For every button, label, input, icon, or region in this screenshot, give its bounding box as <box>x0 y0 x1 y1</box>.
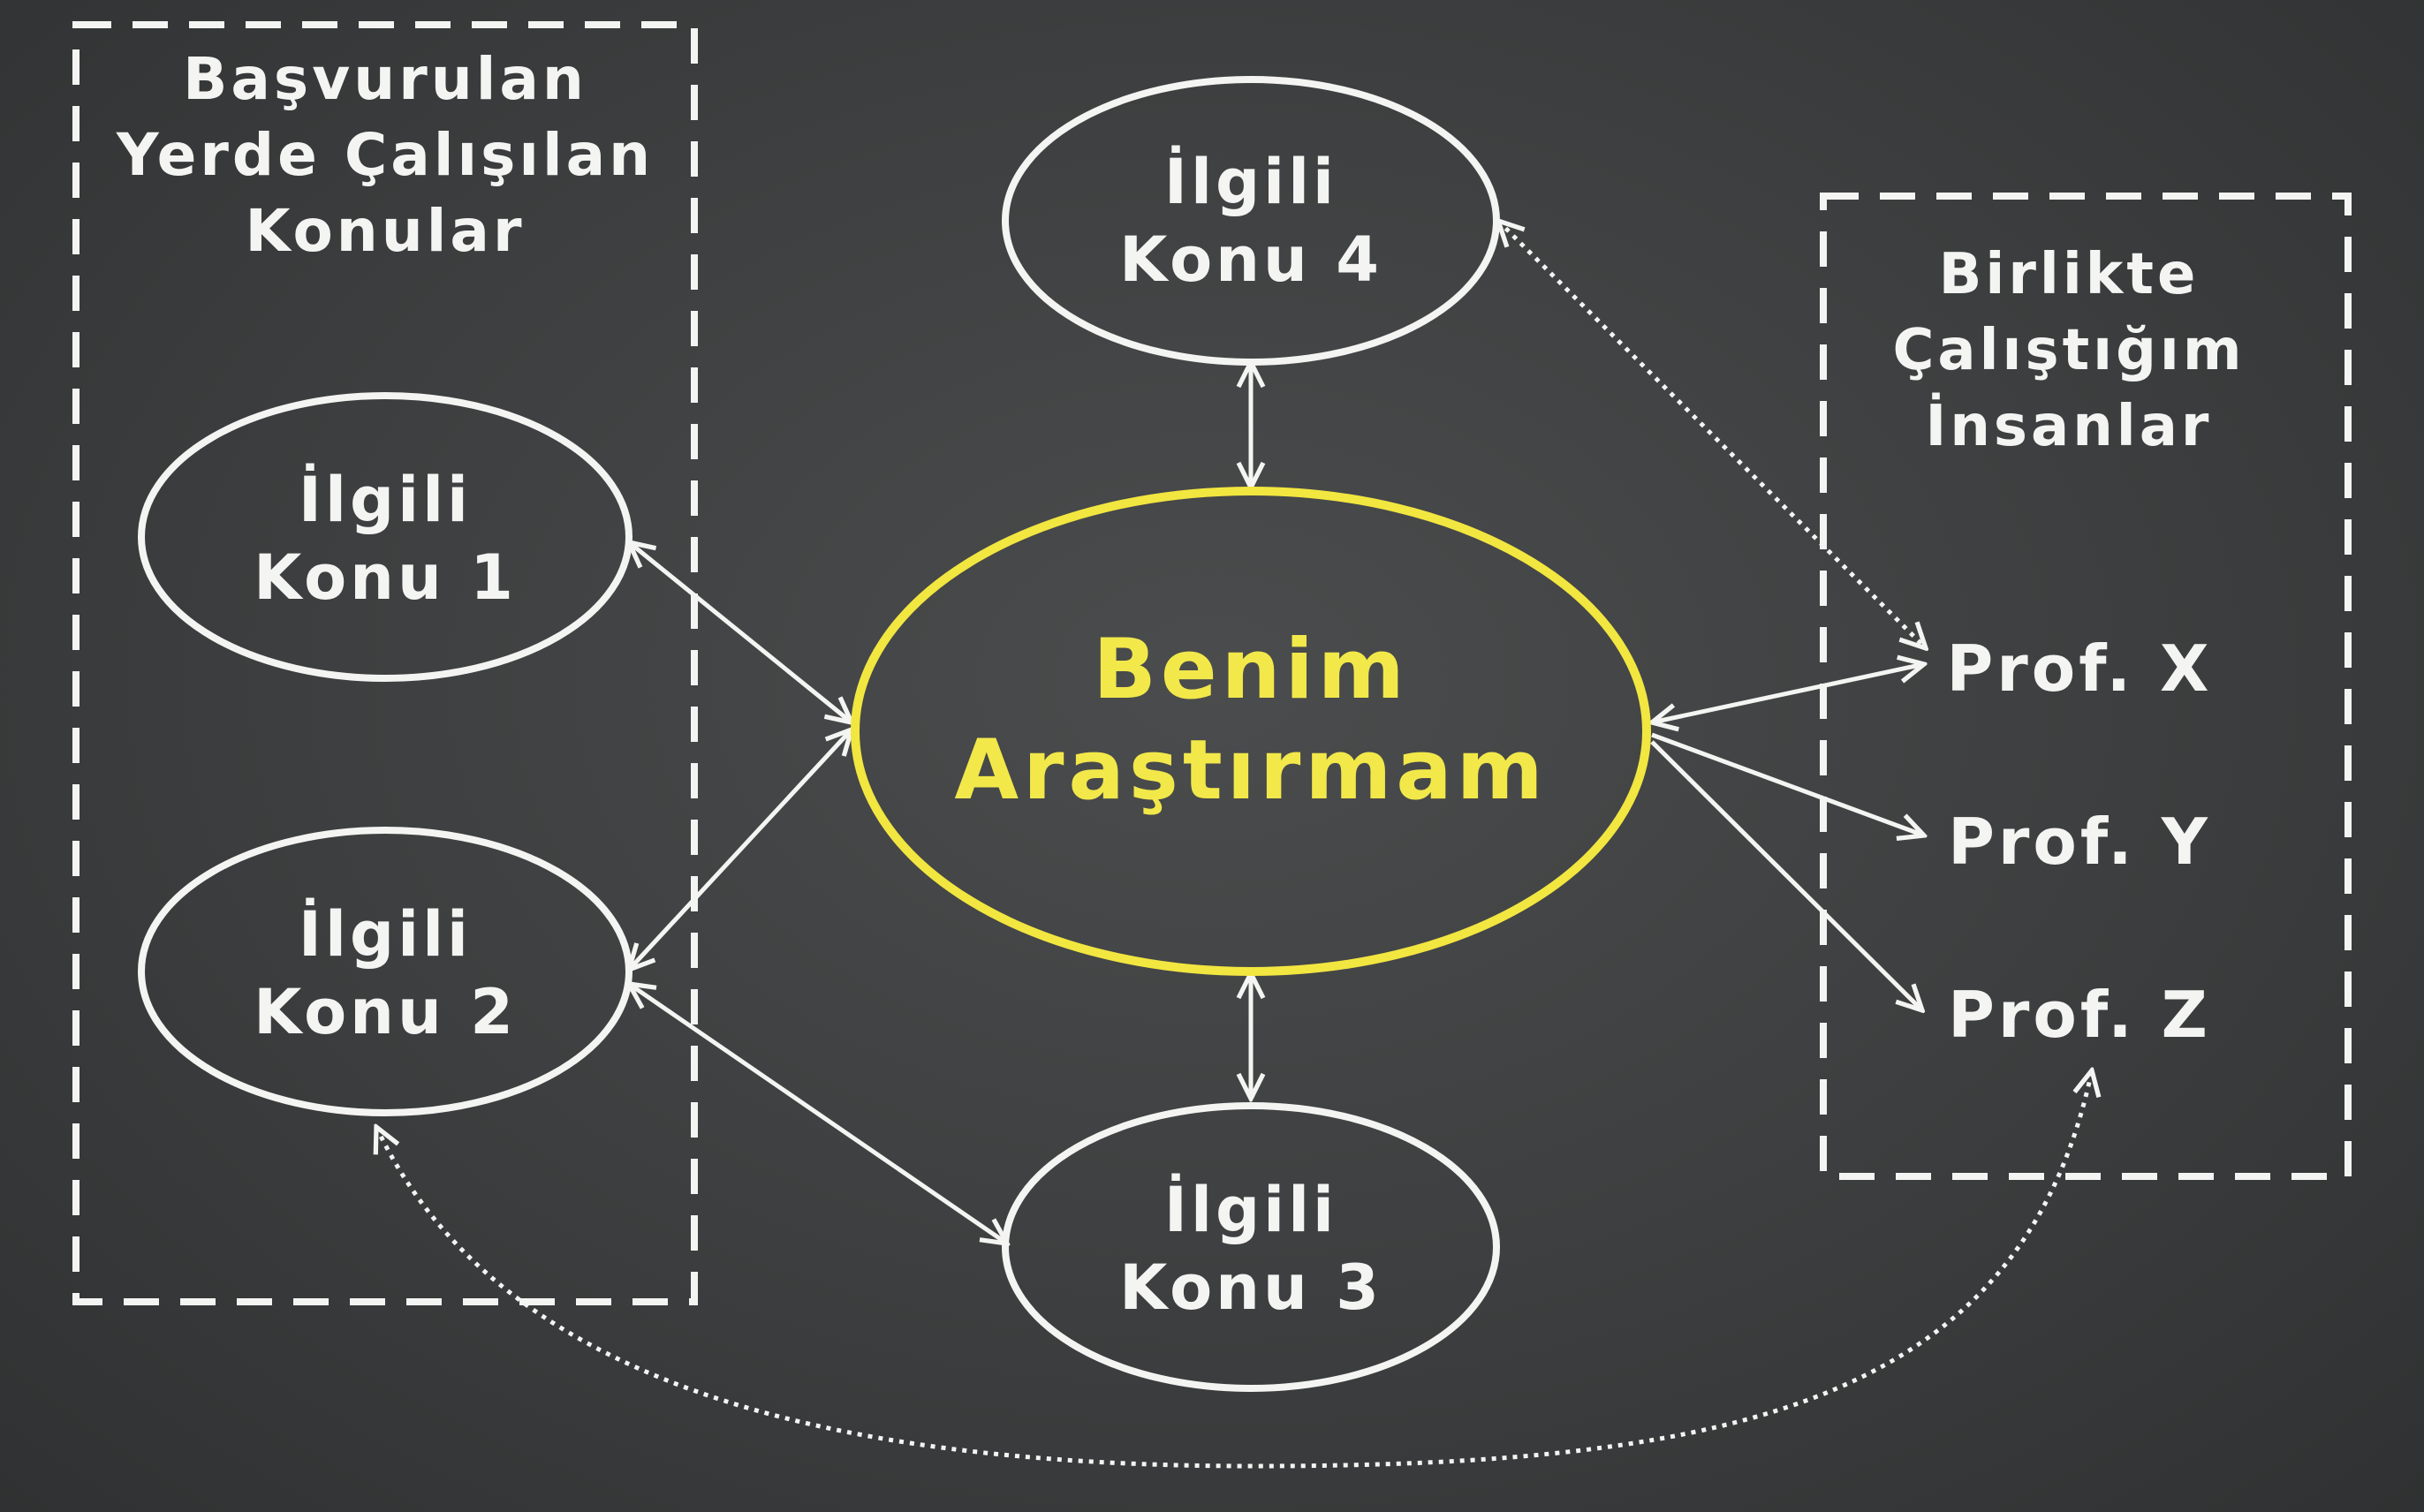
arrow-center-prof-x <box>1652 664 1924 722</box>
prof-x-label: Prof. X <box>1946 631 2212 706</box>
prof-z-label: Prof. Z <box>1948 978 2211 1052</box>
arrow-center-prof-y <box>1651 732 1924 835</box>
topic-2-ellipse <box>138 827 633 1116</box>
center-line-1: Benim <box>1093 622 1409 718</box>
topic-1-ellipse <box>138 392 633 682</box>
topic-2-line-1: İlgili <box>299 898 472 971</box>
topic-4-ellipse <box>1002 76 1500 366</box>
topic-4-line-1: İlgili <box>1164 146 1337 218</box>
right-group-title: Birlikte Çalıştığım İnsanlar <box>1892 242 2245 459</box>
right-title-line-1: Birlikte <box>1939 242 2200 307</box>
topic-4-line-2: Konu 4 <box>1119 223 1382 296</box>
topic-3-ellipse <box>1002 1102 1500 1392</box>
topic-node-3: İlgili Konu 3 <box>1002 1102 1500 1392</box>
topic-node-2: İlgili Konu 2 <box>138 827 633 1116</box>
right-title-line-2: Çalıştığım <box>1892 318 2245 383</box>
left-group-title: Başvurulan Yerde Çalışılan Konular <box>116 45 654 265</box>
prof-y-label: Prof. Y <box>1948 805 2211 879</box>
left-title-line-1: Başvurulan <box>183 45 587 113</box>
arrow-topic1-center <box>629 542 852 722</box>
topic-3-line-1: İlgili <box>1164 1174 1337 1246</box>
arrow-topic2-topic3 <box>629 984 1007 1244</box>
topic-node-4: İlgili Konu 4 <box>1002 76 1500 366</box>
arrow-topic2-center <box>629 730 852 970</box>
center-node: Benim Araştırmam <box>851 487 1651 976</box>
topic-node-1: İlgili Konu 1 <box>138 392 633 682</box>
left-title-line-2: Yerde Çalışılan <box>116 121 654 189</box>
topic-3-line-2: Konu 3 <box>1119 1251 1382 1324</box>
topic-1-line-2: Konu 1 <box>254 541 517 614</box>
center-ellipse <box>851 487 1651 976</box>
center-line-2: Araştırmam <box>954 722 1547 819</box>
topic-1-line-1: İlgili <box>299 464 472 536</box>
topic-2-line-2: Konu 2 <box>254 976 517 1048</box>
left-title-line-3: Konular <box>245 197 525 265</box>
arrow-center-prof-z <box>1650 740 1922 1010</box>
right-title-line-3: İnsanlar <box>1926 392 2213 459</box>
